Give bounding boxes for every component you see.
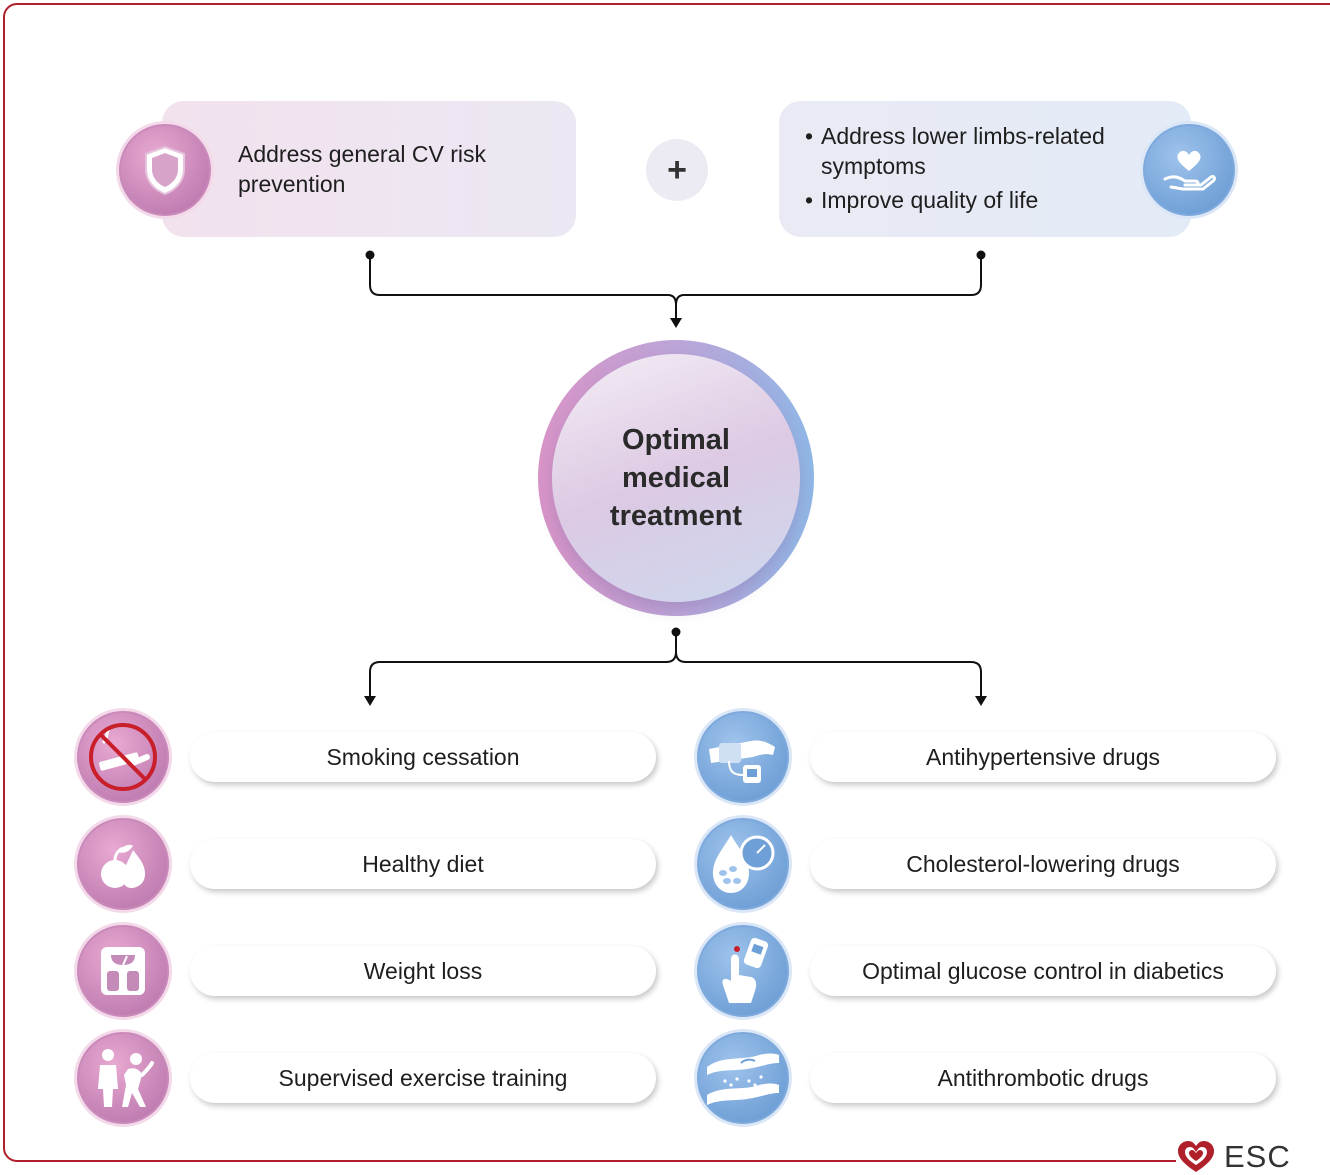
general-cv-risk-text: Address general CV risk prevention: [238, 141, 486, 197]
exercise-training-item: Supervised exercise training: [190, 1053, 656, 1103]
connector-left-top: [369, 255, 677, 322]
limb-symptoms-box: Address lower limbs-related symptoms Imp…: [779, 101, 1191, 237]
healthy-diet-item: Healthy diet: [190, 839, 656, 889]
arrow-down-icon: [364, 696, 376, 706]
arrow-down-icon: [975, 696, 987, 706]
heart-logo-icon: [1178, 1141, 1214, 1172]
quality-of-life-item: Improve quality of life: [805, 185, 1145, 215]
esc-logo-text: ESC: [1224, 1139, 1291, 1174]
smoking-cessation-item: Smoking cessation: [190, 732, 656, 782]
heart-hand-icon: [1140, 121, 1238, 219]
antithrombotic-drugs-item: Antithrombotic drugs: [810, 1053, 1276, 1103]
connector-right-top: [675, 255, 982, 306]
esc-logo: ESC: [1176, 1139, 1330, 1174]
weight-loss-item: Weight loss: [190, 946, 656, 996]
figure-frame: [3, 3, 1330, 1162]
no-smoking-icon: [74, 708, 172, 806]
optimal-medical-treatment-node: Optimal medical treatment: [552, 354, 800, 602]
blood-pressure-icon: [694, 708, 792, 806]
shield-icon: [116, 121, 214, 219]
cholesterol-lowering-drugs-item: Cholesterol-lowering drugs: [810, 839, 1276, 889]
plus-sign: +: [646, 139, 708, 201]
blood-vessel-icon: [694, 1029, 792, 1127]
antihypertensive-drugs-item: Antihypertensive drugs: [810, 732, 1276, 782]
fruit-icon: [74, 815, 172, 913]
connector-left-bottom: [369, 632, 677, 698]
exercise-icon: [74, 1029, 172, 1127]
limb-symptoms-item: Address lower limbs-related symptoms: [805, 121, 1145, 181]
glucose-test-icon: [694, 922, 792, 1020]
connector-right-bottom: [675, 651, 982, 698]
arrow-down-icon: [670, 318, 682, 328]
glucose-control-item: Optimal glucose control in diabetics: [810, 946, 1276, 996]
cholesterol-icon: [694, 815, 792, 913]
general-cv-risk-box: Address general CV risk prevention: [162, 101, 576, 237]
center-label: Optimal medical treatment: [609, 424, 743, 532]
scale-icon: [74, 922, 172, 1020]
